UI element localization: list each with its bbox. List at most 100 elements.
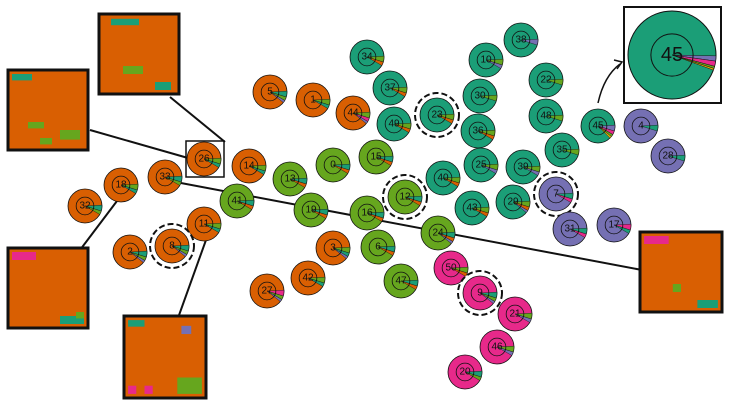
node-inner-ring (441, 258, 461, 278)
node-1[interactable]: 1 (295, 82, 331, 118)
node-inner-ring (260, 82, 280, 102)
node-inner-ring (433, 168, 453, 188)
node-26[interactable]: 26 (186, 141, 222, 177)
node-22[interactable]: 22 (528, 62, 564, 98)
node-inner-ring (631, 116, 651, 136)
thumbnail-patch (697, 300, 718, 308)
node-inner-ring (536, 106, 556, 126)
zoom-layer: 45 (623, 6, 722, 104)
connector-line (177, 239, 207, 319)
node-39[interactable]: 39 (505, 149, 541, 185)
node-label: 0 (330, 160, 336, 171)
node-40[interactable]: 40 (425, 160, 461, 196)
node-label: 18 (115, 180, 127, 191)
node-8[interactable]: 8 (149, 223, 195, 269)
node-19[interactable]: 19 (293, 192, 329, 228)
node-label: 25 (475, 160, 487, 171)
node-inner-ring (462, 198, 482, 218)
node-9[interactable]: 9 (457, 270, 503, 316)
node-inner-ring (487, 337, 507, 357)
node-21[interactable]: 21 (497, 296, 533, 332)
node-43[interactable]: 43 (454, 190, 490, 226)
node-35[interactable]: 35 (544, 132, 580, 168)
node-38[interactable]: 38 (503, 22, 539, 58)
node-49[interactable]: 49 (376, 106, 412, 142)
node-inner-ring (471, 155, 491, 175)
node-label: 22 (540, 75, 552, 86)
node-2[interactable]: 2 (112, 234, 148, 270)
node-45[interactable]: 45 (580, 108, 616, 144)
node-34[interactable]: 34 (349, 39, 385, 75)
node-11[interactable]: 11 (186, 206, 222, 242)
node-24[interactable]: 24 (420, 215, 456, 251)
node-18[interactable]: 18 (103, 167, 139, 203)
node-0[interactable]: 0 (315, 147, 351, 183)
node-3[interactable]: 3 (315, 230, 351, 266)
node-33[interactable]: 33 (147, 159, 183, 195)
connector-line (79, 196, 121, 251)
node-inner-ring (162, 236, 182, 256)
node-inner-ring (476, 50, 496, 70)
node-27[interactable]: 27 (249, 273, 285, 309)
node-label: 31 (564, 224, 576, 235)
node-inner-ring (227, 191, 247, 211)
thumbnail-right (638, 230, 724, 314)
node-label: 30 (474, 91, 486, 102)
node-inner-ring (357, 47, 377, 67)
node-inner-ring (552, 140, 572, 160)
node-44[interactable]: 44 (335, 95, 371, 131)
node-label: 36 (472, 126, 484, 137)
node-30[interactable]: 30 (462, 78, 498, 114)
node-label: 29 (507, 197, 519, 208)
node-inner-ring (536, 70, 556, 90)
node-17[interactable]: 17 (596, 207, 632, 243)
node-label: 39 (517, 162, 529, 173)
thumbnail-patch (144, 385, 153, 394)
node-36[interactable]: 36 (460, 113, 496, 149)
node-inner-ring (427, 105, 447, 125)
node-20[interactable]: 20 (447, 354, 483, 390)
node-41[interactable]: 41 (219, 183, 255, 219)
node-23[interactable]: 23 (414, 92, 460, 138)
thumbnail-patch (111, 18, 139, 26)
node-25[interactable]: 25 (463, 147, 499, 183)
node-31[interactable]: 31 (552, 211, 588, 247)
node-label: 33 (159, 172, 171, 183)
node-5[interactable]: 5 (252, 74, 288, 110)
node-label: 4 (638, 121, 644, 132)
thumbnail-patch (181, 325, 192, 335)
node-42[interactable]: 42 (290, 260, 326, 296)
node-label: 43 (466, 203, 478, 214)
node-label: 12 (399, 192, 411, 203)
node-inner-ring (323, 238, 343, 258)
node-label: 45 (592, 121, 604, 132)
node-14[interactable]: 14 (231, 148, 267, 184)
node-15[interactable]: 15 (358, 139, 394, 175)
node-37[interactable]: 37 (372, 70, 408, 106)
node-48[interactable]: 48 (528, 98, 564, 134)
node-6[interactable]: 6 (360, 229, 396, 265)
node-46[interactable]: 46 (479, 329, 515, 365)
node-16[interactable]: 16 (349, 195, 385, 231)
node-47[interactable]: 47 (383, 263, 419, 299)
node-13[interactable]: 13 (272, 161, 308, 197)
thumbnail-frame (638, 230, 724, 314)
node-29[interactable]: 29 (495, 184, 531, 220)
node-10[interactable]: 10 (468, 42, 504, 78)
node-label: 5 (267, 87, 273, 98)
node-label: 3 (330, 243, 336, 254)
node-28[interactable]: 28 (650, 138, 686, 174)
node-inner-ring (343, 103, 363, 123)
node-4[interactable]: 4 (623, 108, 659, 144)
node-50[interactable]: 50 (433, 250, 469, 286)
node-inner-ring (658, 146, 678, 166)
node-inner-ring (301, 200, 321, 220)
thumbnail-patch (128, 385, 137, 394)
node-32[interactable]: 32 (67, 188, 103, 224)
node-12[interactable]: 12 (382, 174, 428, 220)
node-label: 35 (556, 145, 568, 156)
node-inner-ring (455, 362, 475, 382)
node-label: 15 (370, 152, 382, 163)
node-7[interactable]: 7 (533, 171, 579, 217)
